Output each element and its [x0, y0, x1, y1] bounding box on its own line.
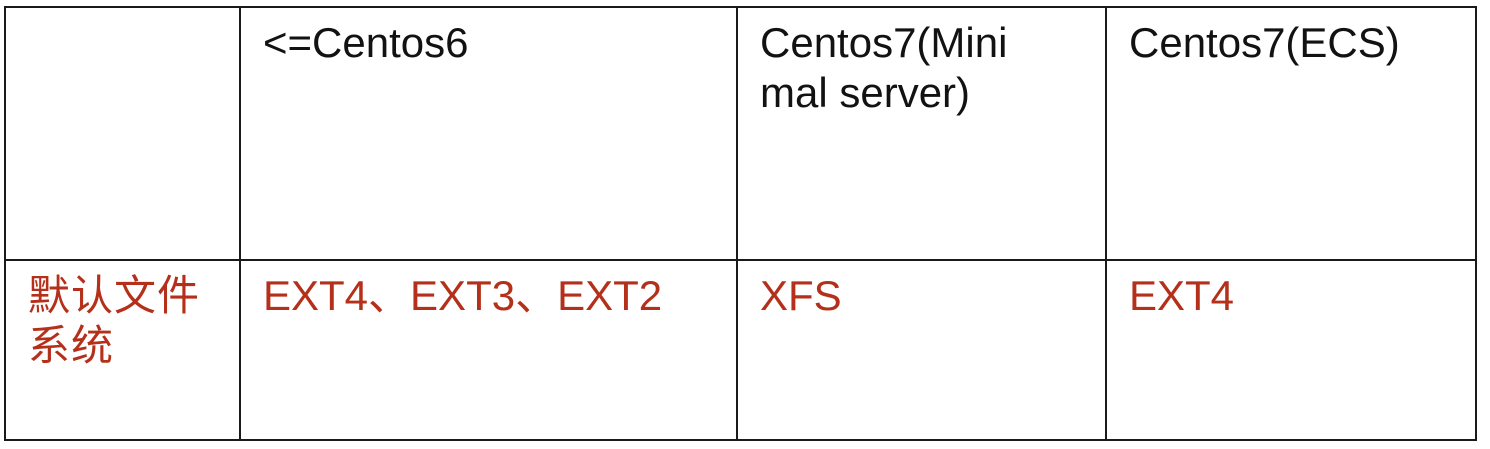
row-label-cell-default-filesystem: 默认文件 系统	[4, 259, 241, 441]
cell-centos7-ecs-filesystem: EXT4	[1105, 259, 1477, 441]
header-cell-centos6: <=Centos6	[239, 6, 738, 261]
header-cell-centos7-minimal: Centos7(Mini mal server)	[736, 6, 1107, 261]
table-row: 默认文件 系统 EXT4、EXT3、EXT2 XFS EXT4	[4, 259, 1477, 441]
value-centos6-filesystem: EXT4、EXT3、EXT2	[263, 272, 663, 319]
filesystem-comparison-table: <=Centos6 Centos7(Mini mal server) Cento…	[4, 6, 1477, 441]
value-centos7-minimal-filesystem: XFS	[760, 272, 842, 319]
header-cell-centos7-ecs: Centos7(ECS)	[1105, 6, 1477, 261]
header-label-centos7-minimal: Centos7(Mini mal server)	[760, 19, 1008, 116]
header-cell-blank	[4, 6, 241, 261]
cell-centos7-minimal-filesystem: XFS	[736, 259, 1107, 441]
value-centos7-ecs-filesystem: EXT4	[1129, 272, 1235, 319]
row-label-default-filesystem: 默认文件 系统	[28, 271, 201, 370]
header-blank-corner	[6, 8, 239, 259]
table-header-row: <=Centos6 Centos7(Mini mal server) Cento…	[4, 6, 1477, 261]
cell-centos6-filesystem: EXT4、EXT3、EXT2	[239, 259, 738, 441]
header-label-centos6: <=Centos6	[263, 19, 469, 66]
header-label-centos7-ecs: Centos7(ECS)	[1129, 19, 1400, 66]
